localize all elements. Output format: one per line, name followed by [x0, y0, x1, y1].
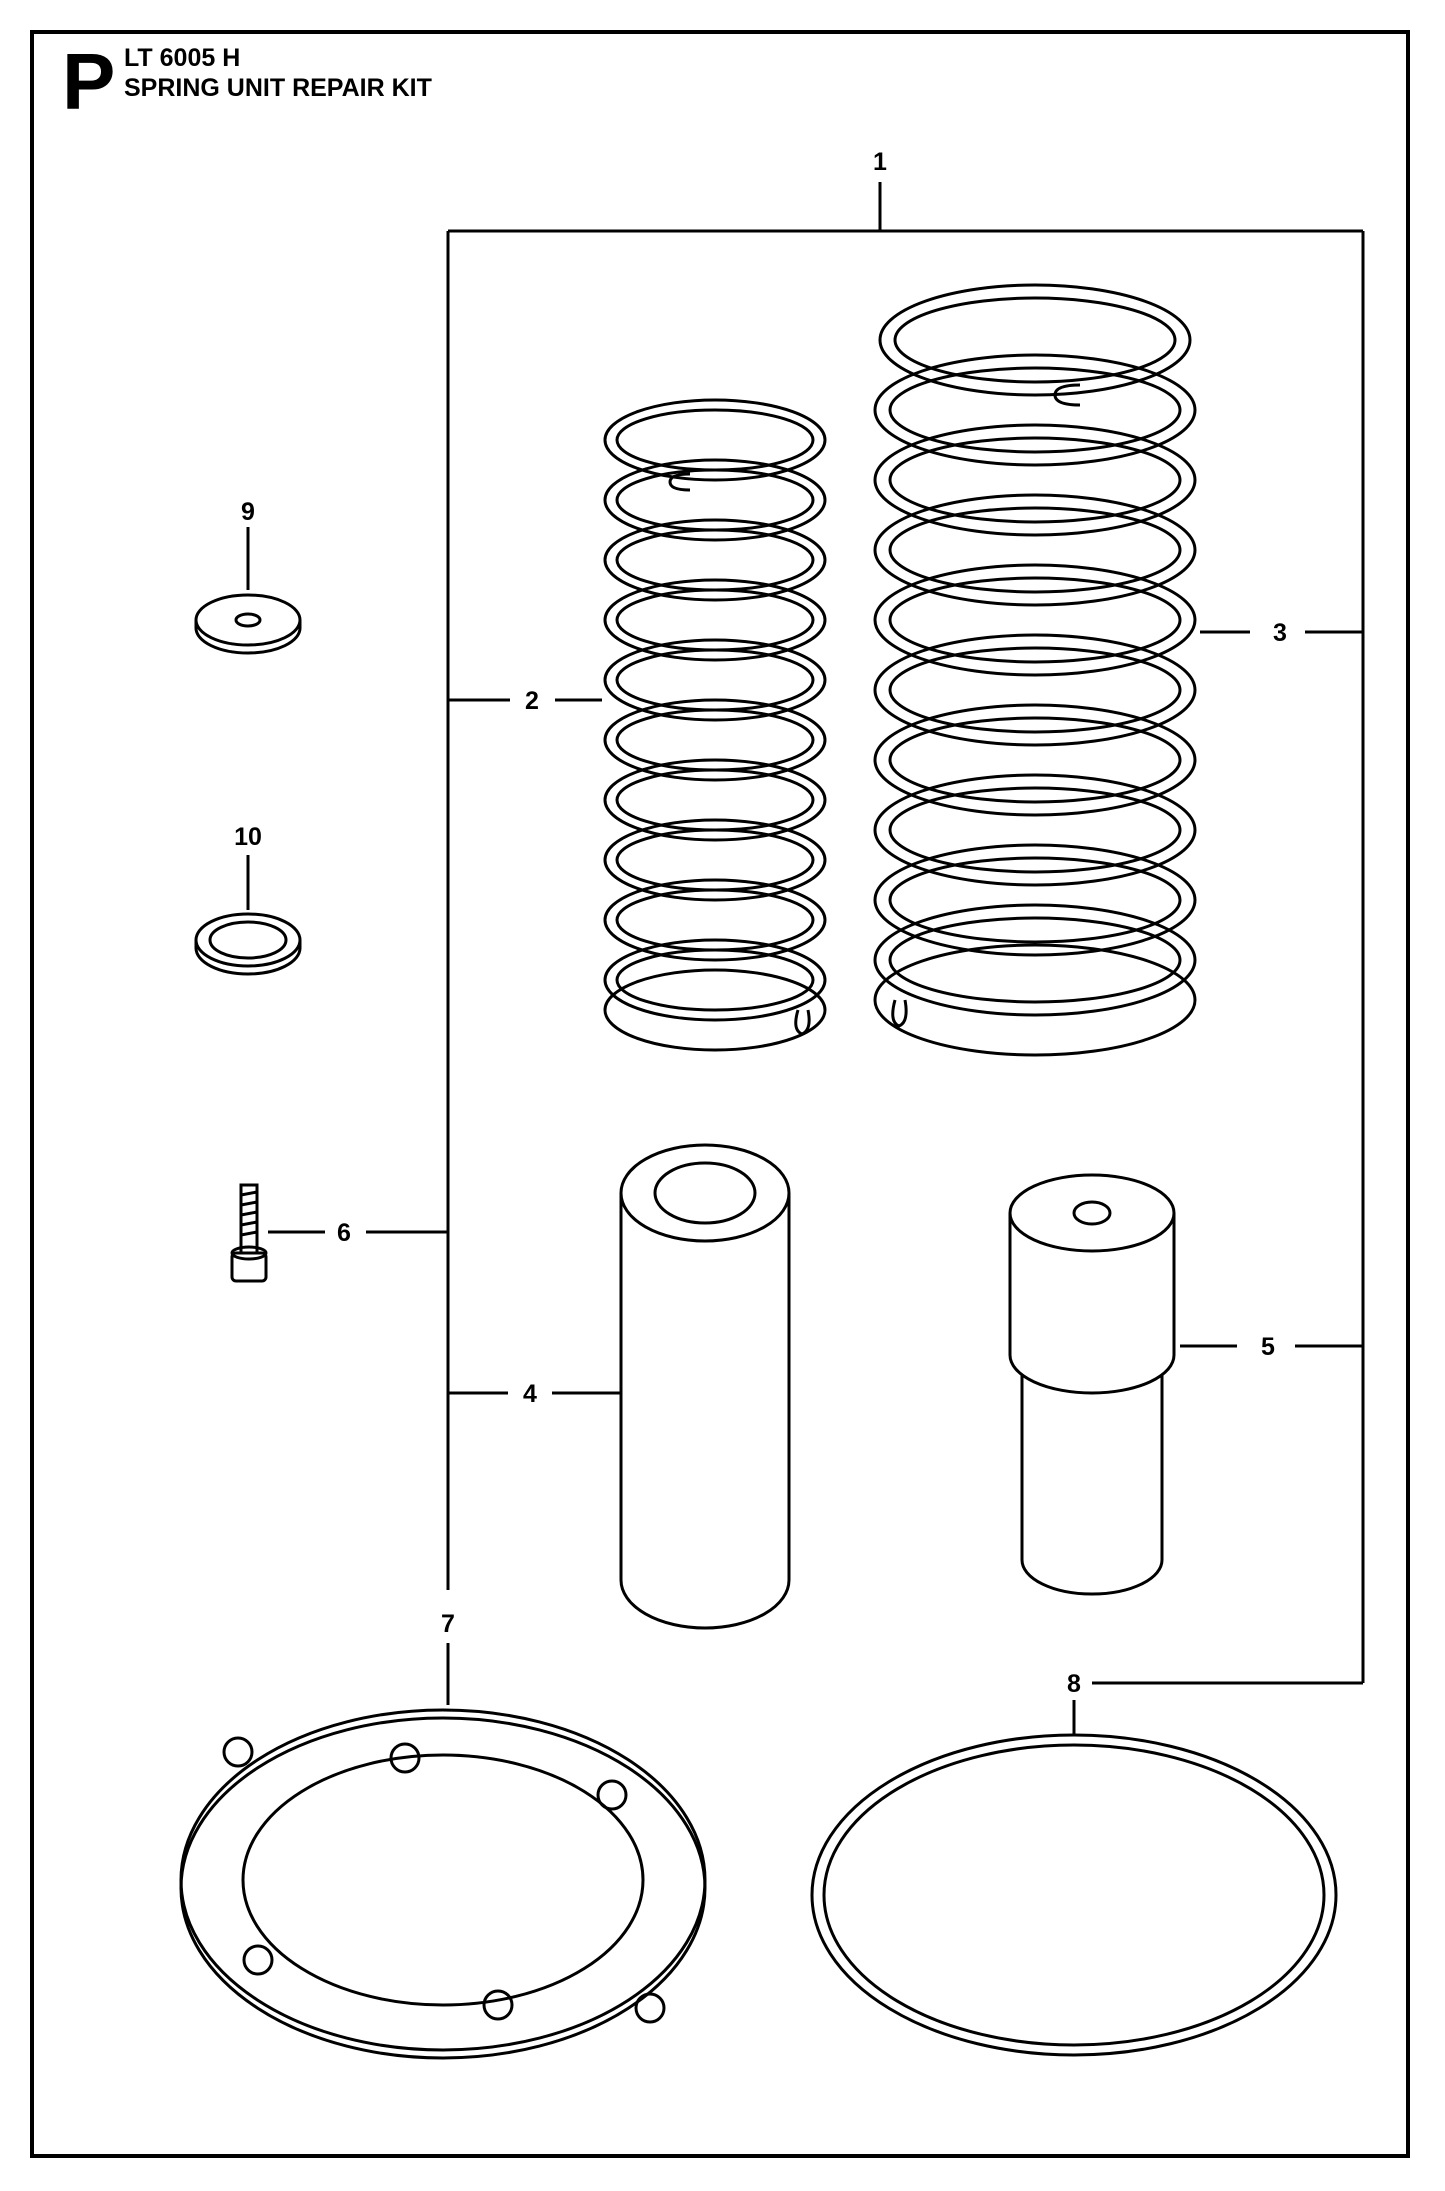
o-ring — [810, 1733, 1338, 2057]
callout-6: 6 — [337, 1219, 351, 1247]
page-title: SPRING UNIT REPAIR KIT — [124, 74, 432, 102]
stepped-bushing — [1008, 1173, 1176, 1596]
callout-7: 7 — [441, 1610, 455, 1638]
tube-sleeve — [619, 1143, 791, 1630]
callout-3: 3 — [1273, 619, 1287, 647]
model-number: LT 6005 H — [124, 44, 241, 72]
flat-washer — [194, 593, 302, 655]
socket-head-screw — [230, 1183, 268, 1283]
callout-10: 10 — [234, 823, 262, 851]
callout-5: 5 — [1261, 1333, 1275, 1361]
notched-ring-plate — [179, 1708, 707, 2060]
callout-1: 1 — [873, 148, 887, 176]
callout-2: 2 — [525, 687, 539, 715]
callout-4: 4 — [523, 1380, 537, 1408]
small-coil-spring — [603, 398, 827, 1052]
section-letter: P — [62, 37, 116, 126]
callout-9: 9 — [241, 498, 255, 526]
page-frame — [30, 30, 1410, 2158]
large-coil-spring — [873, 283, 1197, 1057]
callout-8: 8 — [1067, 1670, 1081, 1698]
sealing-ring — [194, 912, 302, 976]
